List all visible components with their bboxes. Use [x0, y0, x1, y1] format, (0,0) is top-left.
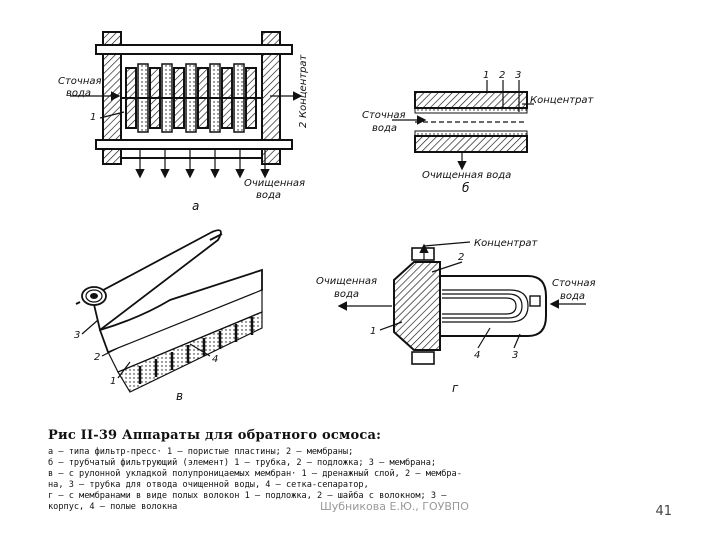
fv-panel-letter: в	[176, 389, 183, 403]
figure-g-hollow-fiber: Концентрат 2 Очищенная вода Сточная вода…	[316, 238, 596, 395]
fb-label-2: 2	[499, 70, 505, 81]
caption-line: б — трубчатый фильтрующий (элемент) 1 — …	[48, 458, 437, 468]
fg-label-waste-1: Сточная	[552, 278, 596, 289]
figure-b-tubular: 1 2 3 Сточная вода Концентрат Очищенная …	[362, 70, 595, 195]
figure-caption: Рис II-39 Аппараты для обратного осмоса:…	[48, 428, 618, 513]
fa-label-1: 1	[90, 112, 96, 123]
caption-line: в — с рулонной укладкой полупроницаемых …	[48, 469, 462, 479]
fv-label-4: 4	[212, 354, 218, 365]
fg-label-clean-2: вода	[334, 289, 359, 300]
slide-footer: Шубникова Е.Ю., ГОУВПО	[320, 500, 469, 513]
figures-svg: Сточная вода 1 Концентрат 2 Очищенная во…	[58, 31, 596, 403]
fb-label-concentrate: Концентрат	[530, 95, 595, 106]
fa-panel-letter: а	[192, 199, 199, 213]
fa-label-waste-2: вода	[66, 88, 91, 99]
fa-label-concentrate: Концентрат	[298, 53, 309, 118]
fg-label-3: 3	[512, 350, 518, 361]
figure-v-spiral: 3 2 1 4 в	[74, 229, 263, 403]
caption-line: на, 3 — трубка для отвода очищенной воды…	[48, 480, 369, 490]
fb-label-3: 3	[515, 70, 521, 81]
fa-label-clean-2: вода	[256, 190, 281, 201]
fv-label-2: 2	[94, 352, 100, 363]
figure-a-filter-press: Сточная вода 1 Концентрат 2 Очищенная во…	[58, 31, 309, 213]
fg-label-clean-1: Очищенная	[316, 276, 377, 287]
page-number: 41	[655, 504, 672, 519]
fg-label-4: 4	[474, 350, 480, 361]
fb-label-clean: Очищенная вода	[422, 170, 511, 181]
fb-label-waste-2: вода	[372, 123, 397, 134]
fa-label-clean-1: Очищенная	[244, 178, 305, 189]
fb-label-waste-1: Сточная	[362, 110, 406, 121]
fa-label-2: 2	[298, 122, 309, 128]
fg-panel-letter: г	[452, 381, 459, 395]
fg-label-1: 1	[370, 326, 376, 337]
fb-panel-letter: б	[462, 181, 470, 195]
fa-label-waste-1: Сточная	[58, 76, 102, 87]
fg-label-2: 2	[458, 252, 464, 263]
fb-label-1: 1	[483, 70, 489, 81]
caption-line: корпус, 4 — полые волокна	[48, 502, 178, 512]
caption-line: г — с мембранами в виде полых волокон 1 …	[48, 491, 447, 501]
caption-line: а — типа фильтр-пресс· 1 — пористые плас…	[48, 447, 354, 457]
fv-label-3: 3	[74, 330, 80, 341]
fg-label-waste-2: вода	[560, 291, 585, 302]
caption-title: Рис II-39 Аппараты для обратного осмоса:	[48, 428, 382, 443]
fg-label-concentrate: Концентрат	[474, 238, 539, 249]
fv-label-1: 1	[110, 376, 116, 387]
